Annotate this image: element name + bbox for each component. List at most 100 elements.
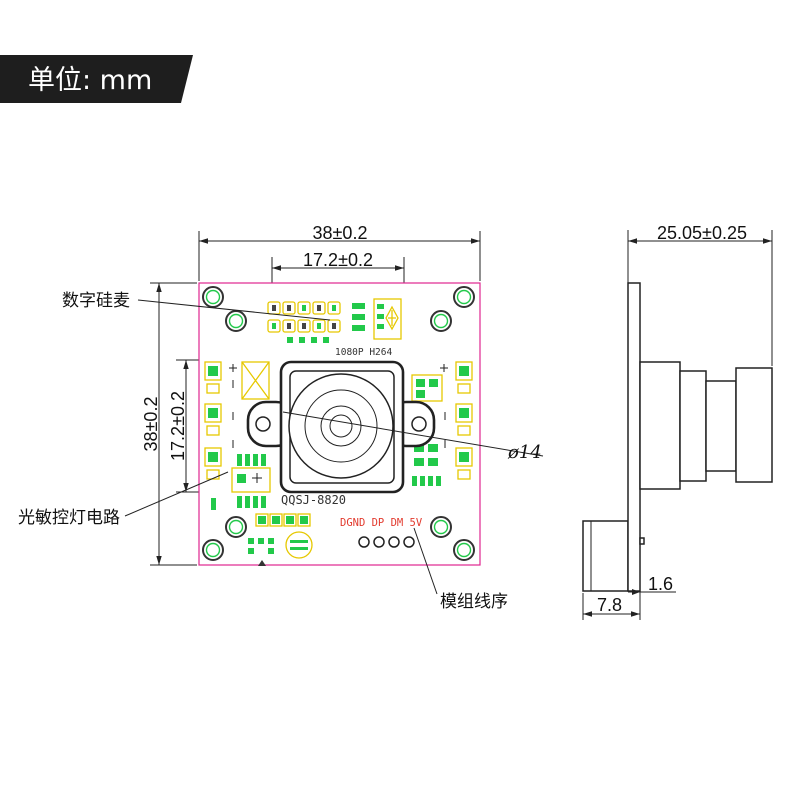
pad — [237, 474, 246, 483]
pad-outline — [457, 383, 471, 394]
pad — [377, 304, 384, 309]
pad — [268, 538, 274, 544]
lens-middle-ring — [304, 389, 378, 463]
lens-diameter-leader — [282, 411, 544, 457]
pad — [287, 323, 291, 329]
pad — [414, 444, 424, 452]
polarity-mark — [440, 364, 448, 372]
pad — [428, 476, 433, 486]
pad — [302, 305, 306, 311]
pad — [302, 323, 306, 329]
pad-outline — [312, 301, 326, 315]
dim-board-height: 38±0.2 — [141, 282, 197, 566]
pad — [428, 444, 438, 452]
pad — [414, 458, 424, 466]
pad — [286, 516, 294, 524]
dim-board-width-text: 38±0.2 — [313, 223, 368, 243]
pad — [208, 366, 218, 376]
pad — [459, 366, 469, 376]
callout-leader — [137, 299, 331, 321]
mounting-hole-ring — [433, 313, 449, 329]
pad-outline — [255, 513, 269, 527]
pad — [272, 323, 276, 329]
pad — [248, 538, 254, 544]
callout-digital-mic: 数字硅麦 — [62, 291, 130, 311]
pad — [258, 538, 264, 544]
pad — [272, 516, 280, 524]
pad — [352, 314, 365, 320]
pad — [261, 496, 266, 508]
callout-wire-order: 模组线序 — [440, 592, 508, 612]
pad — [323, 337, 329, 343]
pad-outline — [204, 403, 222, 423]
pad — [317, 323, 321, 329]
pad — [436, 476, 441, 486]
pad-outline — [282, 319, 296, 333]
pad-outline — [282, 301, 296, 315]
pad — [253, 454, 258, 466]
ear-screw-hole — [255, 416, 271, 432]
pad-outline — [327, 319, 341, 333]
light-sensor-outline — [231, 467, 271, 493]
pad — [272, 305, 276, 311]
pad-outline — [267, 319, 281, 333]
wire-pad-dm — [388, 536, 400, 548]
pad-outline — [457, 469, 471, 480]
pad-outline — [297, 301, 311, 315]
polarity-mark — [229, 364, 237, 372]
lens-holder-side — [639, 361, 681, 490]
pad — [208, 452, 218, 462]
pad — [261, 454, 266, 466]
dim-total-depth: 25.05±0.25 — [627, 223, 773, 366]
mounting-hole-ring — [205, 542, 221, 558]
pad — [258, 516, 266, 524]
pad — [211, 498, 216, 510]
mic-port-symbol — [385, 305, 399, 331]
pad-outline — [269, 513, 283, 527]
pcb-side — [627, 282, 641, 592]
side-tab — [639, 537, 645, 545]
lens-outer-ring — [288, 373, 394, 479]
pad — [290, 540, 308, 543]
lens-front-side — [735, 367, 773, 483]
callouts: 数字硅麦 光敏控灯电路 模组线序 — [18, 291, 508, 612]
pad — [268, 548, 274, 554]
wire-pad-5v — [403, 536, 415, 548]
pad — [377, 314, 384, 319]
pad — [245, 496, 250, 508]
pad-outline — [327, 301, 341, 315]
pad-outline — [297, 319, 311, 333]
pad — [416, 390, 425, 398]
front-view: 38±0.2 17.2±0.2 38±0.2 17.2±0.2 — [18, 223, 544, 612]
pad — [332, 323, 336, 329]
sensor-outline — [241, 361, 270, 400]
pad — [459, 452, 469, 462]
lens-inner-ring — [320, 405, 362, 447]
connector-block — [582, 520, 629, 592]
pad — [253, 496, 258, 508]
lens-assembly: ø14 QQSJ-8820 — [246, 360, 544, 507]
pad — [416, 379, 425, 387]
pad — [428, 458, 438, 466]
mounting-hole-ring — [228, 313, 244, 329]
pad — [332, 305, 336, 311]
ear-screw-hole — [411, 416, 427, 432]
pad — [290, 547, 308, 550]
pad — [352, 325, 365, 331]
silk-model: QQSJ-8820 — [281, 493, 346, 507]
polarity-mark — [252, 473, 262, 483]
silk-resolution-codec: 1080P H264 — [335, 347, 392, 358]
pad-outline — [455, 447, 473, 467]
mounting-hole-ring — [228, 519, 244, 535]
dim-board-width: 38±0.2 — [198, 223, 481, 281]
dim-connector-depth-text: 7.8 — [597, 595, 622, 615]
lens-barrel-side — [679, 370, 707, 482]
unit-label: 单位: mm — [28, 65, 152, 96]
silk-pinout: DGND DP DM 5V — [340, 517, 423, 529]
lens-center — [329, 414, 353, 438]
mounting-hole-ring — [456, 289, 472, 305]
dim-lens-holder-width-text: 17.2±0.2 — [303, 250, 373, 270]
mounting-hole-ring — [456, 542, 472, 558]
top-component-area: 1080P H264 — [267, 298, 402, 358]
